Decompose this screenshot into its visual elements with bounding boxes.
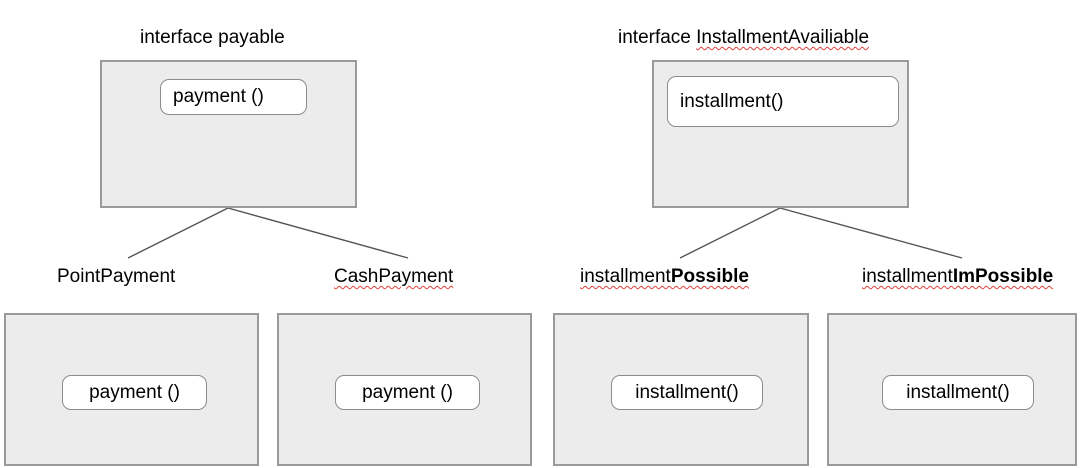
class-box-installment-impossible: installment() [827, 313, 1077, 466]
class-title-cash-payment-text: CashPayment [334, 266, 454, 287]
connector-payable-to-pointpayment [127, 207, 229, 259]
class-title-installment-possible-wrap: installmentPossible [580, 265, 749, 288]
class-title-installment-impossible-wrap: installmentImPossible [862, 265, 1053, 288]
method-pill-installment-possible-installment: installment() [611, 375, 763, 410]
class-box-point-payment: payment () [4, 313, 259, 466]
connector-payable-to-cashpayment [227, 207, 409, 259]
interface-title-installment-availiable-name: InstallmentAvailiable [696, 27, 870, 48]
class-box-cash-payment: payment () [277, 313, 532, 466]
method-pill-installment-availiable-installment: installment() [667, 76, 899, 127]
connector-installmentavailiable-to-impossible [779, 207, 963, 259]
interface-title-installment-availiable: interface InstallmentAvailiable [618, 26, 869, 49]
method-pill-point-payment-payment: payment () [62, 375, 207, 410]
interface-title-installment-availiable-prefix: interface [618, 27, 697, 48]
class-title-point-payment-text: PointPayment [57, 266, 176, 287]
method-pill-cash-payment-payment: payment () [335, 375, 480, 410]
class-title-installment-possible-prefix: installment [580, 266, 671, 287]
class-title-installment-possible: installmentPossible [580, 265, 749, 288]
interface-title-payable-prefix: interface [140, 27, 219, 48]
class-title-installment-impossible: installmentImPossible [862, 265, 1053, 288]
class-title-installment-possible-suffix: Possible [670, 266, 749, 287]
interface-box-payable: payment () [100, 60, 357, 208]
method-pill-installment-impossible-installment: installment() [882, 375, 1034, 410]
interface-title-payable-name: payable [218, 27, 285, 48]
interface-box-installment-availiable: installment() [652, 60, 909, 208]
class-title-installment-impossible-prefix: installment [862, 266, 953, 287]
class-title-point-payment: PointPayment [57, 265, 175, 288]
class-title-installment-impossible-suffix: ImPossible [952, 266, 1054, 287]
class-box-installment-possible: installment() [553, 313, 809, 466]
interface-title-payable: interface payable [140, 26, 285, 49]
class-title-cash-payment: CashPayment [334, 265, 453, 288]
method-pill-payable-payment: payment () [160, 79, 307, 115]
connector-installmentavailiable-to-possible [679, 207, 781, 259]
